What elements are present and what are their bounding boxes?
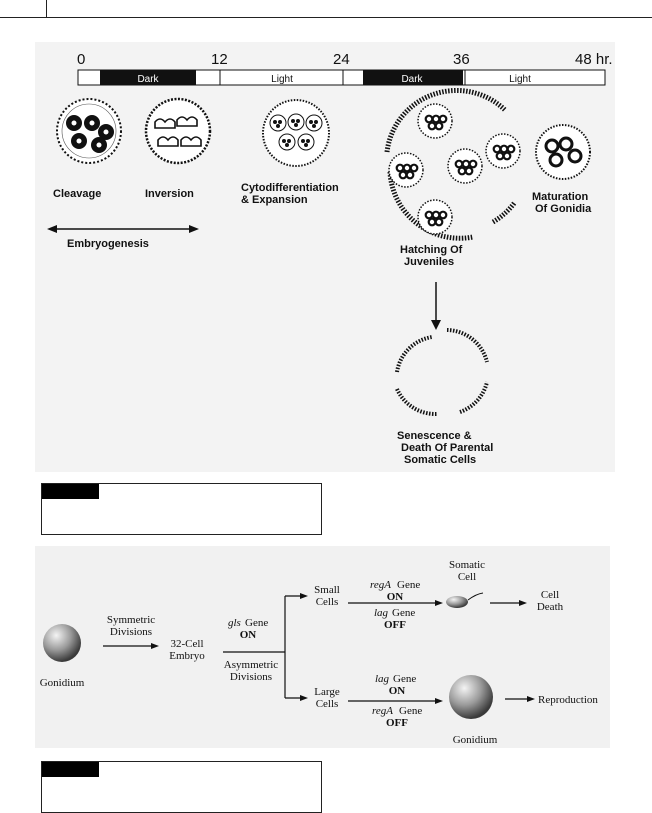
arrowhead-symmetric [151,643,159,649]
label-asymmetric-divisions: Divisions [230,671,272,683]
timeline-bar: Dark Light Dark Light [77,69,606,86]
label-asymmetric: Asymmetric [224,659,278,671]
segment-light-2: Light [509,74,531,85]
label-large-cells: Cells [316,698,339,710]
label-lag-upper: lag [374,607,389,619]
label-lag-lower: lag [375,673,390,685]
maturation-spheroid [535,124,591,180]
label-gls-on: ON [240,629,257,641]
caption-tab-1 [42,484,99,499]
label-of-gonidia: Of Gonidia [535,203,592,215]
arrowhead-small [300,593,308,599]
somatic-flagellum [467,592,484,601]
label-somatic: Somatic [449,559,485,571]
label-small: Small [314,584,340,596]
label-gls: gls [228,617,241,629]
arrowhead-large [300,695,308,701]
arrowhead-reproduction [527,696,535,702]
caption-box-1 [41,483,322,535]
label-reproduction: Reproduction [538,694,598,706]
label-large: Large [314,686,340,698]
embryogenesis-arrow [47,225,199,233]
somatic-cell-icon [446,596,468,608]
senescent-fragments [395,328,489,417]
label-lag-lower-gene: Gene [393,673,416,685]
segment-dark-1: Dark [137,74,159,85]
tick-label-36: 36 [453,51,470,68]
label-hatching: Hatching Of [400,244,463,256]
hatching-spheroid [384,87,518,241]
branch-fork [284,595,303,699]
label-juveniles: Juveniles [404,256,454,268]
label-embryo: Embryo [169,650,205,662]
label-rega-upper: regA [370,579,391,591]
label-somatic-cells: Somatic Cells [404,454,476,466]
label-symmetric-divisions: Divisions [110,626,152,638]
label-rega-lower-gene: Gene [399,705,422,717]
caption-tab-2 [42,762,99,777]
label-rega-on: ON [387,591,404,603]
label-embryogenesis: Embryogenesis [67,238,149,250]
label-death-of-parental: Death Of Parental [401,442,493,454]
label-rega-lower: regA [372,705,393,717]
label-cleavage: Cleavage [53,188,101,200]
juvenile-gonidia [395,114,516,227]
arrowhead-death [519,600,527,606]
life-cycle-diagram: 0 12 24 36 48 hr. Dark Light Dark Light … [47,51,613,466]
gonidium-end-sphere [449,675,493,719]
segment-light-1: Light [271,74,293,85]
label-lag-on: ON [389,685,406,697]
page-header-rule [0,17,652,18]
life-cycle-figure: 0 12 24 36 48 hr. Dark Light Dark Light … [35,42,615,472]
label-small-cells: Cells [316,596,339,608]
dark-segment-2 [363,70,463,85]
tick-label-12: 12 [211,51,228,68]
label-senescence: Senescence & [397,430,472,442]
label-symmetric: Symmetric [107,614,155,626]
label-death: Death [537,601,564,613]
segment-dark-2: Dark [401,74,423,85]
label-inversion: Inversion [145,188,194,200]
inversion-embryo [144,97,212,165]
cleavage-embryo [56,98,122,164]
label-somatic-cell: Cell [458,571,476,583]
tick-label-48: 48 hr. [575,51,613,68]
page-header-tick [46,0,47,18]
gene-pathway-figure: Gonidium Symmetric Divisions 32-Cell Emb… [35,546,610,748]
label-lag-upper-gene: Gene [392,607,415,619]
label-maturation: Maturation [532,191,589,203]
label-lag-off: OFF [384,619,406,631]
caption-box-2 [41,761,322,813]
senescence-arrow [431,282,441,330]
arrowhead-somatic [435,600,443,606]
dark-segment-1 [100,70,196,85]
gonidium-start-sphere [43,624,81,662]
label-cytodifferentiation: Cytodifferentiation [241,182,339,194]
gene-pathway-diagram: Gonidium Symmetric Divisions 32-Cell Emb… [40,559,599,746]
tick-label-24: 24 [333,51,350,68]
tick-label-0: 0 [77,51,85,68]
label-expansion: & Expansion [241,194,308,206]
cytodifferentiation-embryo [262,99,330,167]
label-rega-off: OFF [386,717,408,729]
label-cell: Cell [541,589,559,601]
label-gls-gene: Gene [245,617,268,629]
label-gonidium-start: Gonidium [40,677,85,689]
arrowhead-gonidium [435,698,443,704]
label-32-cell: 32-Cell [171,638,204,650]
label-gonidium-end: Gonidium [453,734,498,746]
label-rega-upper-gene: Gene [397,579,420,591]
